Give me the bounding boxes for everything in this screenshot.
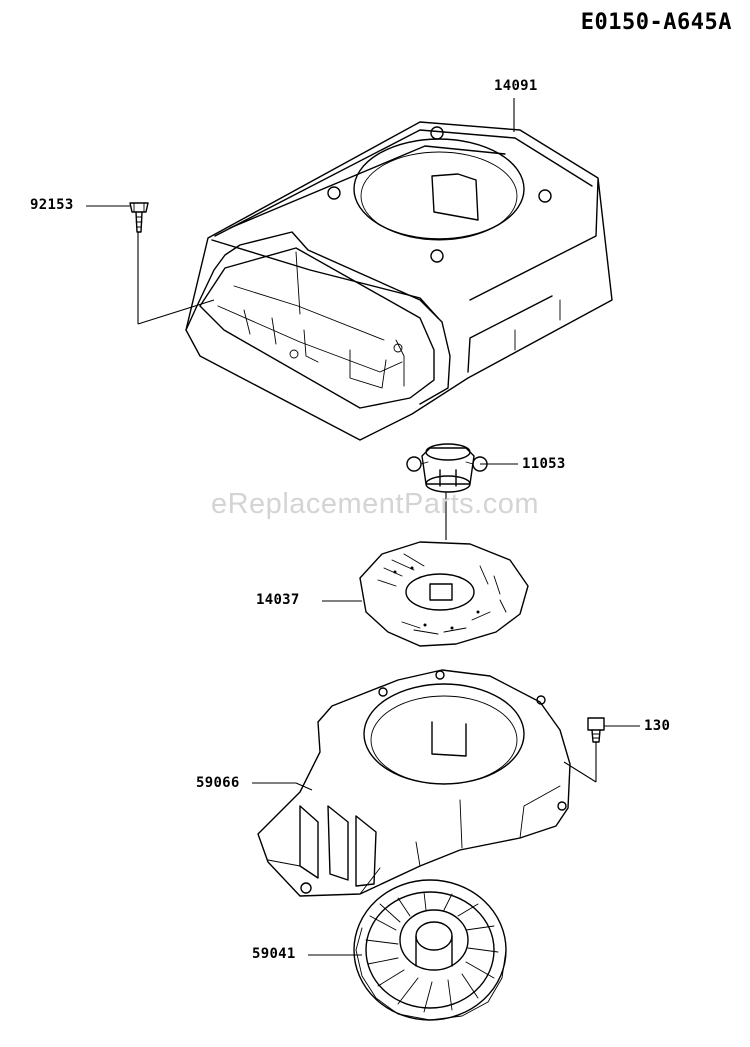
bolt-top-drawing [129,202,215,325]
part-label-fan[interactable]: 59041 [252,946,296,962]
watermark-text: eReplacementParts.com [210,488,540,520]
part-label-bolt-side[interactable]: 130 [644,718,671,734]
part-label-ratchet[interactable]: 11053 [522,456,566,472]
ratchet-drawing [406,443,488,540]
housing-drawing [257,669,597,897]
part-label-housing[interactable]: 59066 [196,775,240,791]
fan-drawing [353,879,507,1021]
part-label-cover[interactable]: 14091 [494,78,538,94]
part-label-screen[interactable]: 14037 [256,592,300,608]
cover-shroud-drawing [185,121,613,441]
bolt-side-drawing [587,717,605,743]
screen-drawing [359,541,529,647]
leader-lines [86,98,640,956]
part-label-bolt-top[interactable]: 92153 [30,197,74,213]
diagram-code: E0150-A645A [580,10,732,35]
